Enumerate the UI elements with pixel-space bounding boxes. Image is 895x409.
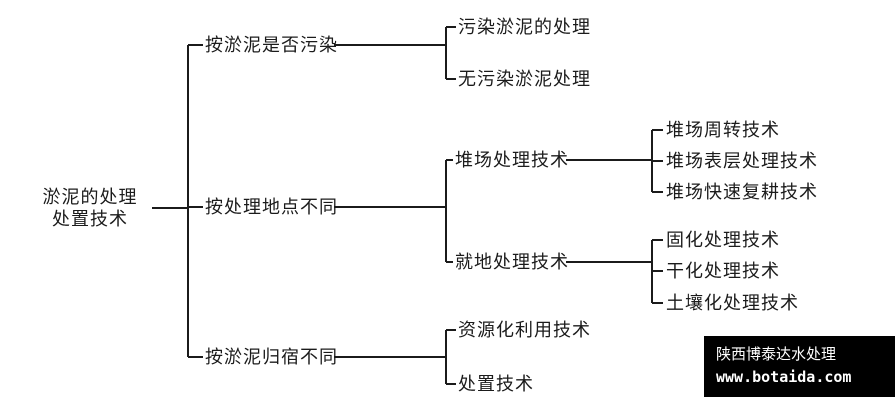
leaf-resource-utilization-tech: 资源化利用技术 [458,320,591,340]
mid-yard-treatment-tech: 堆场处理技术 [455,150,569,170]
branch-by-destination: 按淤泥归宿不同 [205,347,338,367]
root-node-line2: 处置技术 [52,209,128,229]
leaf-solidification-treatment-tech: 固化处理技术 [666,230,780,250]
watermark-company-name: 陕西博泰达水处理 [716,346,837,363]
leaf-yard-rapid-recultivation-tech: 堆场快速复耕技术 [666,182,818,202]
leaf-unpolluted-sludge-treatment: 无污染淤泥处理 [458,69,591,89]
leaf-drying-treatment-tech: 干化处理技术 [666,261,780,281]
mid-insitu-treatment-tech: 就地处理技术 [455,252,569,272]
watermark-badge: 陕西博泰达水处理 www.botaida.com [704,336,895,397]
leaf-polluted-sludge-treatment: 污染淤泥的处理 [458,17,591,37]
branch-by-location: 按处理地点不同 [205,197,338,217]
leaf-yard-turnover-tech: 堆场周转技术 [666,120,780,140]
leaf-soilization-treatment-tech: 土壤化处理技术 [666,293,799,313]
root-node-line1: 淤泥的处理 [42,187,138,207]
root-node-sludge-treatment: 淤泥的处理 处置技术 [20,186,160,230]
watermark-website-url: www.botaida.com [716,368,852,386]
branch-by-pollution: 按淤泥是否污染 [205,35,338,55]
leaf-disposal-tech: 处置技术 [458,374,534,394]
leaf-yard-surface-treatment-tech: 堆场表层处理技术 [666,151,818,171]
